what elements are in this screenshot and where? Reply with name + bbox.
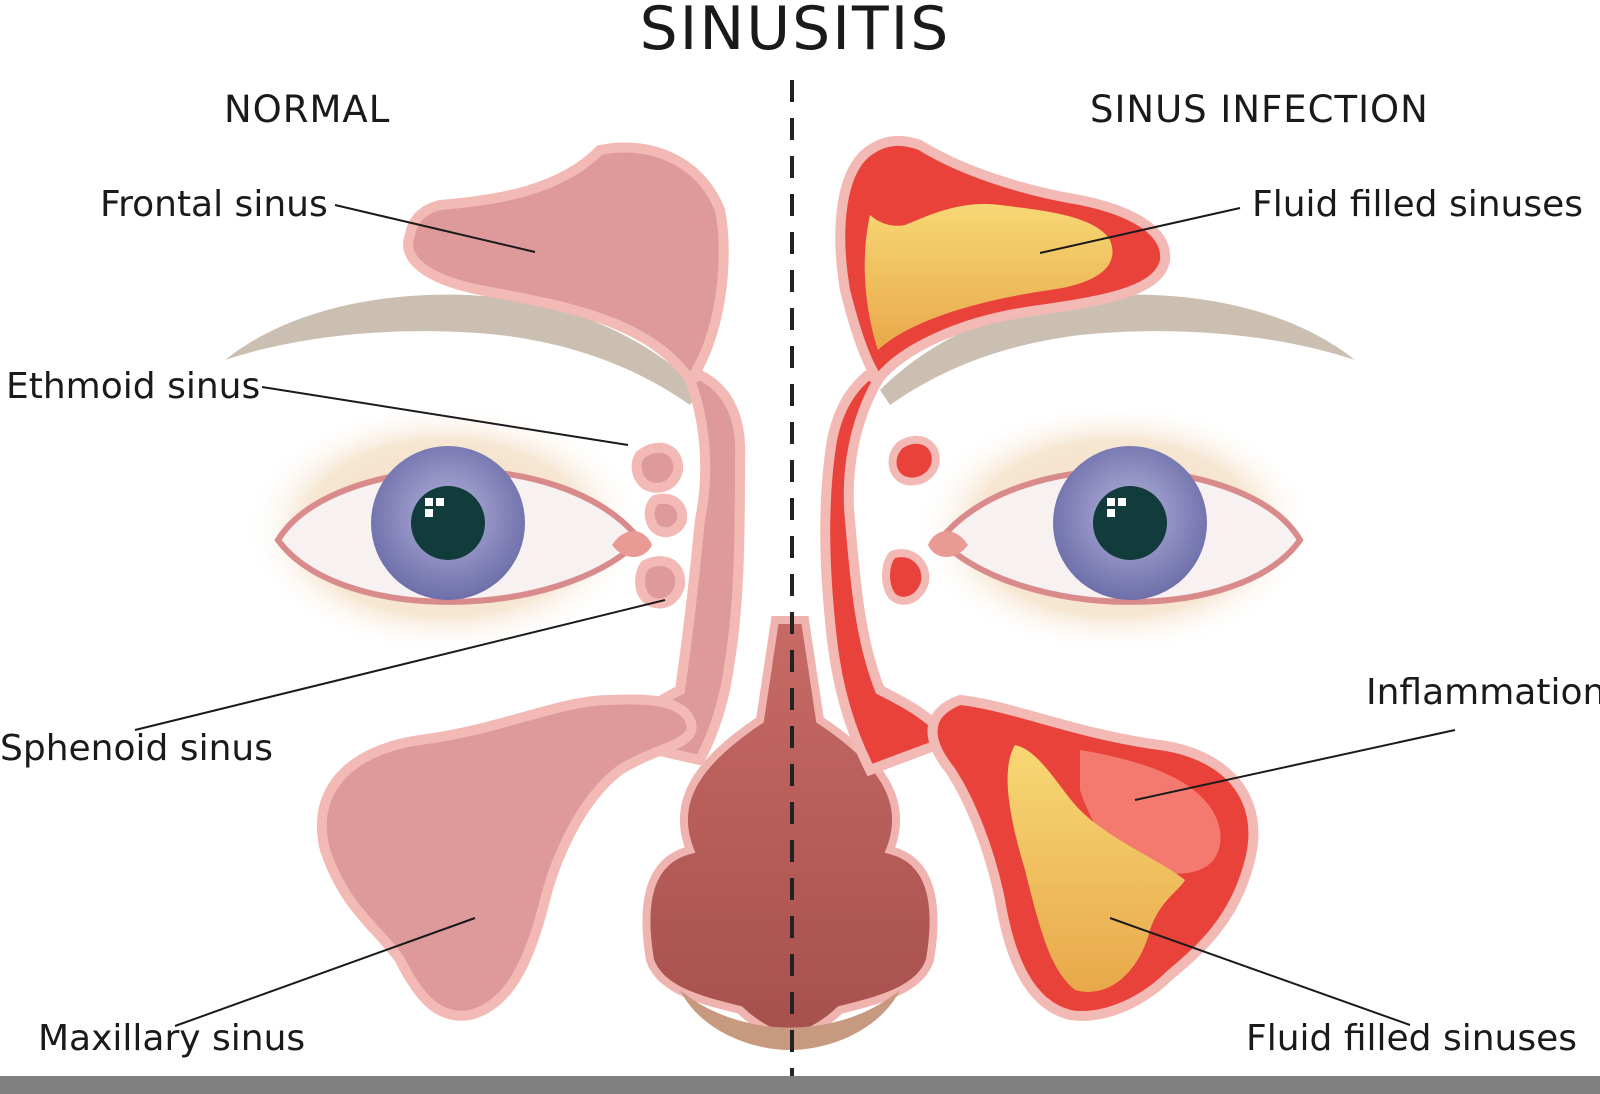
leader-fluid-bottom [1109, 917, 1411, 1026]
label-inflammation: Inflammation [1366, 672, 1600, 713]
leader-maxillary [174, 917, 476, 1027]
leader-lines [134, 204, 1456, 1027]
left-eyebrow [225, 294, 700, 405]
label-fluid-filled-sinuses-top: Fluid filled sinuses [1252, 184, 1583, 225]
leader-fluid-top [1039, 207, 1241, 254]
normal-maxillary-sinus [316, 694, 697, 1021]
sinus-infection-heading: SINUS INFECTION [1090, 88, 1429, 131]
label-sphenoid-sinus: Sphenoid sinus [0, 728, 273, 769]
leader-ethmoid [261, 386, 629, 446]
normal-ethmoid-cell-2 [644, 493, 688, 538]
infected-frontal-fluid [864, 204, 1113, 350]
label-frontal-sinus: Frontal sinus [100, 184, 328, 225]
infected-maxillary-fluid [1007, 745, 1185, 992]
label-maxillary-sinus: Maxillary sinus [38, 1018, 306, 1059]
normal-sphenoid-cell [635, 556, 686, 609]
normal-ethmoid-channel [600, 369, 746, 766]
normal-ethmoid-cell-1 [631, 442, 684, 493]
left-eye [274, 446, 652, 605]
label-ethmoid-sinus: Ethmoid sinus [6, 366, 261, 407]
nose-tip [680, 990, 900, 1050]
infected-ethmoid-channel [820, 369, 959, 777]
leader-inflammation [1134, 729, 1456, 801]
bottom-bar [0, 1076, 1600, 1094]
normal-sinuses [316, 142, 746, 1021]
infected-sinuses [820, 135, 1259, 1021]
label-fluid-filled-sinuses-bottom: Fluid filled sinuses [1246, 1018, 1577, 1059]
normal-frontal-sinus [403, 142, 729, 389]
normal-heading: NORMAL [224, 88, 391, 131]
infected-ethmoid-cell-1 [888, 435, 940, 486]
leader-sphenoid [134, 599, 666, 731]
diagram-title: SINUSITIS [639, 0, 951, 64]
leader-frontal [334, 204, 536, 253]
infected-ethmoid-cell-2 [882, 549, 930, 605]
right-eye [928, 446, 1304, 605]
